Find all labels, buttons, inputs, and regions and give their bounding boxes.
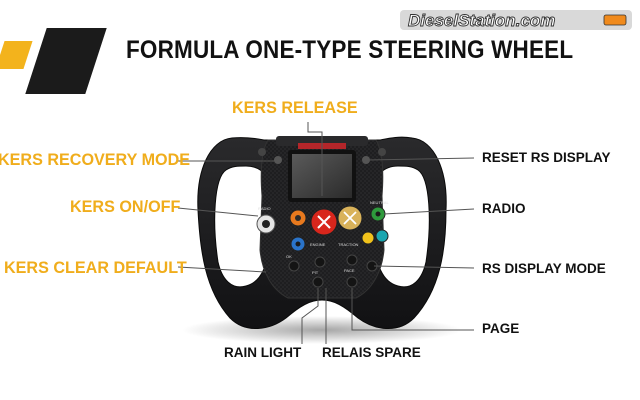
led-right bbox=[378, 148, 386, 156]
leader-reset-rs bbox=[367, 157, 475, 161]
page-title: FORMULA ONE-TYPE STEERING WHEEL bbox=[126, 36, 574, 64]
label-kers-release: KERS RELEASE bbox=[232, 98, 358, 117]
marking-engine: ENGINE bbox=[310, 242, 326, 247]
label-kers-on-off: KERS ON/OFF bbox=[70, 197, 181, 216]
leader-kers-on-off bbox=[177, 207, 259, 217]
marking-ok: OK bbox=[286, 254, 292, 259]
marking-pit: PIT bbox=[312, 270, 319, 275]
leader-page bbox=[351, 288, 474, 331]
led-left bbox=[258, 148, 266, 156]
radio-button-left-center bbox=[262, 220, 270, 228]
marking-pace: PACE bbox=[344, 268, 355, 273]
knob-red-mark-b bbox=[317, 215, 331, 229]
label-reset-rs-display: RESET RS DISPLAY bbox=[482, 150, 611, 165]
label-kers-recovery-mode: KERS RECOVERY MODE bbox=[0, 150, 191, 169]
label-rs-display-mode: RS DISPLAY MODE bbox=[482, 261, 606, 276]
leader-radio bbox=[383, 208, 475, 215]
leader-rs-display-mode bbox=[373, 265, 475, 269]
button-blue-center bbox=[295, 241, 301, 247]
marking-traction: TRACTION bbox=[338, 242, 359, 247]
button-reset-rs-display[interactable] bbox=[362, 156, 370, 164]
marking-neutral: NEUTRAL bbox=[370, 200, 389, 205]
leader-kers-release bbox=[307, 122, 323, 196]
button-teal[interactable] bbox=[375, 229, 389, 243]
leader-lines bbox=[177, 122, 475, 344]
button-rain-light[interactable] bbox=[312, 276, 324, 288]
label-rain-light: RAIN LIGHT bbox=[224, 345, 302, 360]
button-page[interactable] bbox=[346, 276, 358, 288]
marking-radio: RADIO bbox=[258, 206, 271, 211]
label-relais-spare: RELAIS SPARE bbox=[322, 345, 421, 360]
button-pit[interactable] bbox=[314, 256, 326, 268]
button-pace[interactable] bbox=[346, 254, 358, 266]
label-kers-clear-default: KERS CLEAR DEFAULT bbox=[4, 258, 187, 277]
button-rs-left[interactable] bbox=[288, 260, 300, 272]
label-radio: RADIO bbox=[482, 201, 526, 216]
watermark-logo: DieselStation.com bbox=[400, 10, 632, 30]
leader-rain-light bbox=[301, 288, 319, 344]
knob-gold-mark-b bbox=[343, 211, 357, 225]
button-recovery-mode[interactable] bbox=[274, 156, 282, 164]
leader-kers-clear-default bbox=[177, 266, 267, 273]
button-yellow[interactable] bbox=[361, 231, 375, 245]
watermark-text: DieselStation.com bbox=[408, 11, 555, 30]
button-orange-center bbox=[295, 215, 301, 221]
label-page: PAGE bbox=[482, 321, 520, 336]
button-neutral-center bbox=[375, 211, 381, 217]
